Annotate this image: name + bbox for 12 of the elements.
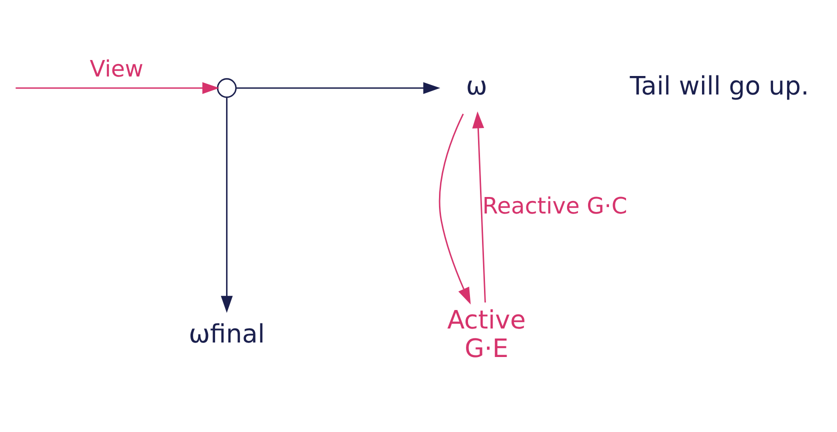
node-text: ωfinal <box>188 318 265 348</box>
node-circle <box>216 78 237 98</box>
arrow <box>236 82 440 94</box>
arrow <box>472 110 486 302</box>
arrow <box>16 82 220 94</box>
node-text: ω <box>466 70 488 100</box>
arrow <box>438 113 471 304</box>
label: Tail will go up. <box>630 70 809 100</box>
node-text: Active G·E <box>447 304 526 362</box>
arrow <box>220 97 233 312</box>
edge-label: View <box>90 56 144 82</box>
edge-label: Reactive G·C <box>482 192 628 219</box>
